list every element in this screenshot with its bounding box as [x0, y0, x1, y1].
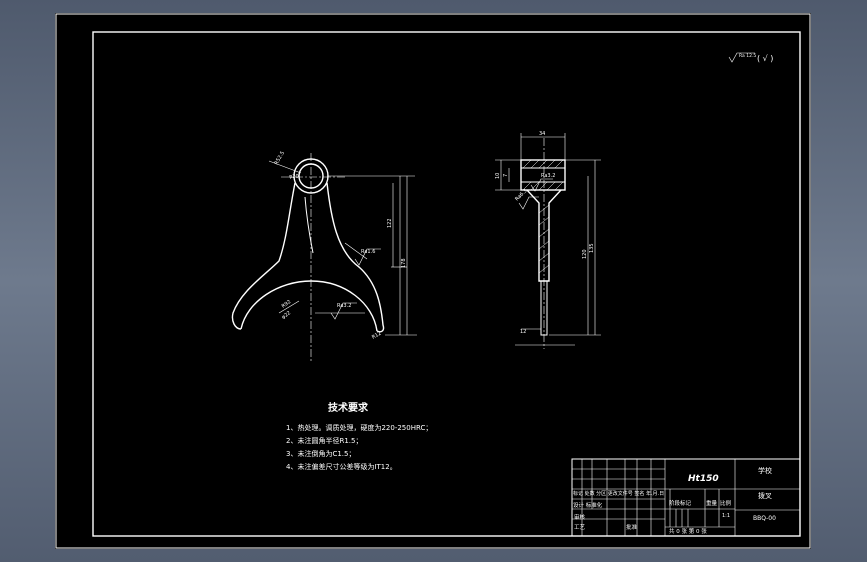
outer-frame	[55, 13, 811, 549]
title-block-stage-label: 阶段标记	[669, 501, 692, 507]
side-roughness-symbol-1	[530, 178, 553, 192]
side-dim-label-12: 12	[520, 329, 526, 335]
title-block-part-name: 拨叉	[758, 492, 772, 500]
requirements-title: 技术要求	[328, 403, 368, 414]
dim-label-178: 178	[401, 258, 407, 268]
fork-inner-arc	[240, 280, 378, 332]
requirement-item-4: 4、未注偏差尺寸公差等级为IT12。	[286, 463, 397, 471]
side-roughness-label-1: Ra3.2	[541, 173, 555, 179]
side-hub-bottom-wall	[520, 181, 566, 191]
dim-label-r92: R92	[281, 299, 293, 310]
roughness-symbol-2	[330, 302, 357, 320]
title-block-process: 工艺	[574, 525, 586, 531]
inner-frame	[92, 31, 801, 537]
side-dim-label-10: 10	[495, 173, 501, 179]
dim-label-r525: R52.5	[274, 150, 287, 166]
fork-right-outline	[326, 182, 385, 333]
surface-finish-icon	[728, 52, 755, 63]
requirement-item-3: 3、未注倒角为C1.5；	[286, 450, 356, 458]
side-dim-label-135: 135	[589, 243, 595, 253]
surface-finish-suffix: ( √ )	[757, 54, 773, 63]
side-hub-top-wall	[520, 159, 566, 169]
title-block-scale-label: 比例	[720, 501, 732, 507]
title-block-review: 审核	[574, 515, 586, 521]
title-block	[571, 458, 801, 537]
title-block-frame	[571, 458, 801, 537]
title-block-approve: 批准	[626, 525, 638, 531]
drawing-canvas: R52.5 122 178 R92 R12 φ20 φ22 Ra1.6 Ra3.…	[55, 13, 811, 549]
side-dim-label-34: 34	[539, 131, 545, 137]
title-block-design-row: 设计 标准化	[573, 503, 603, 509]
leader-r92	[278, 300, 300, 314]
side-hub-hatch	[522, 159, 564, 191]
side-view: 34 10 7 135 120 12 Ra3.2 Ra6.3	[495, 131, 601, 349]
title-block-school: 学校	[758, 467, 772, 475]
dim-label-r12: R12	[371, 331, 383, 341]
requirement-item-1: 1、热处理。调质处理，硬度为220-250HRC；	[286, 424, 433, 432]
arm-edge	[304, 196, 314, 254]
roughness-label-2: Ra3.2	[337, 303, 351, 309]
surface-finish-mark: Ra 12.5 ( √ )	[728, 52, 773, 63]
side-dim-label-7: 7	[503, 174, 509, 177]
dim-label-122: 122	[387, 218, 393, 228]
title-block-material: Ht150	[688, 474, 719, 484]
front-view: R52.5 122 178 R92 R12 φ20 φ22 Ra1.6 Ra3.…	[231, 150, 417, 361]
title-block-sheets: 共 0 张 第 0 张	[669, 529, 707, 535]
title-block-header-row: 标记 处数 分区 更改文件号 签名 年.月.日	[573, 491, 665, 497]
fork-left-outline	[231, 182, 296, 330]
surface-finish-value: Ra 12.5	[739, 53, 756, 59]
side-roughness-symbol-2	[518, 196, 539, 210]
drawing-sheet: R52.5 122 178 R92 R12 φ20 φ22 Ra1.6 Ra3.…	[55, 13, 811, 549]
title-block-drawing-number: BBQ-00	[753, 515, 776, 522]
dim-label-phi22: φ22	[281, 310, 292, 320]
leader-hub	[268, 160, 302, 174]
title-block-scale: 1:1	[722, 513, 731, 519]
roughness-symbol-1	[354, 248, 381, 266]
dim-label-phi20: φ20	[289, 174, 299, 180]
title-block-weight-label: 重量	[706, 501, 718, 507]
roughness-label-1: Ra1.6	[361, 249, 375, 255]
hub-inner-circle	[298, 163, 324, 189]
side-dim-label-120: 120	[582, 249, 588, 259]
requirement-item-2: 2、未注圆角半径R1.5；	[286, 437, 363, 445]
